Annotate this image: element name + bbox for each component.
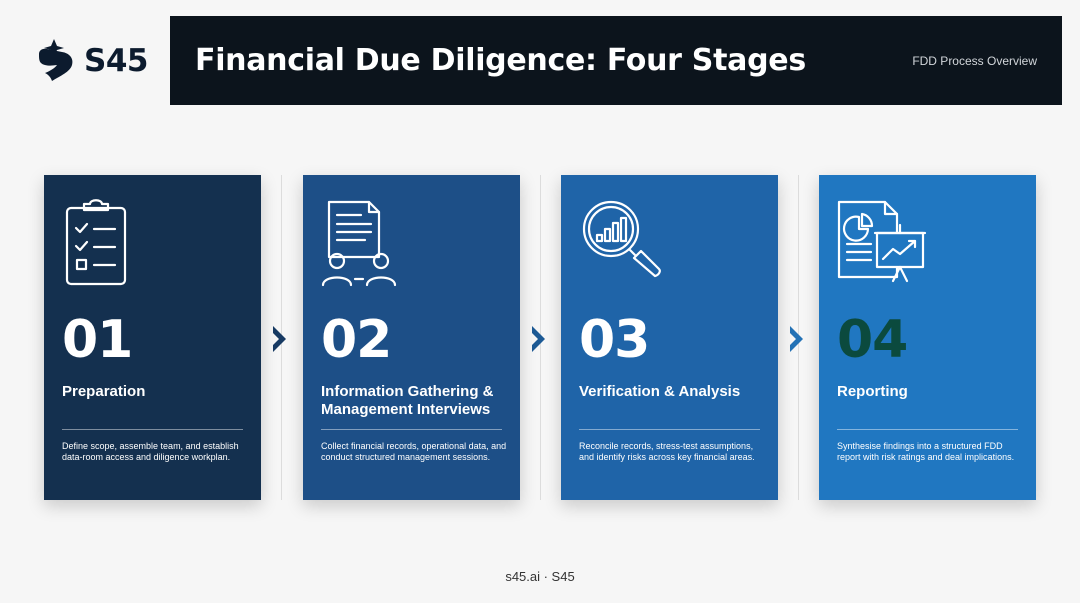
card-divider	[837, 429, 1018, 430]
stage-description: Define scope, assemble team, and establi…	[62, 441, 239, 462]
chevron-right-icon	[273, 326, 286, 352]
stage-card-preparation: 01 Preparation Define scope, assemble te…	[44, 175, 261, 500]
stage-title: Verification & Analysis	[579, 383, 741, 400]
s45-logo-mark-icon	[39, 39, 73, 81]
clipboard-checklist-icon	[65, 199, 127, 286]
footer-text: s45.ai · S45	[505, 569, 575, 584]
chevron-right-icon	[532, 326, 545, 352]
stage-title: Reporting	[837, 383, 908, 400]
stage-number: 03	[579, 310, 650, 370]
magnifier-chart-icon	[582, 200, 661, 278]
stage-description: Collect financial records, operational d…	[321, 441, 507, 462]
stage-number: 02	[321, 310, 392, 370]
stage-card-reporting: 04 Reporting Synthesise findings into a …	[819, 175, 1036, 500]
card-divider	[579, 429, 760, 430]
page-title: Financial Due Diligence: Four Stages	[195, 43, 806, 78]
page-subtitle: FDD Process Overview	[912, 53, 1037, 68]
stage-number: 04	[837, 310, 908, 370]
card-divider	[321, 429, 502, 430]
stage-card-verification-analysis: 03 Verification & Analysis Reconcile rec…	[561, 175, 778, 500]
document-people-icon	[321, 200, 397, 287]
brand-logo: S45	[36, 38, 166, 84]
chevron-right-icon	[790, 326, 803, 352]
stage-card-information-gathering: 02 Information Gathering & Management In…	[303, 175, 520, 500]
stage-title: Preparation	[62, 383, 146, 400]
card-divider	[62, 429, 243, 430]
stage-description: Reconcile records, stress-test assumptio…	[579, 441, 755, 462]
report-presentation-icon	[837, 200, 927, 283]
stage-title: Information Gathering & Management Inter…	[321, 383, 494, 418]
header-bar: Financial Due Diligence: Four Stages FDD…	[170, 16, 1062, 105]
stage-description: Synthesise findings into a structured FD…	[837, 441, 1015, 462]
stage-number: 01	[62, 310, 133, 370]
logo-text: S45	[84, 43, 148, 79]
